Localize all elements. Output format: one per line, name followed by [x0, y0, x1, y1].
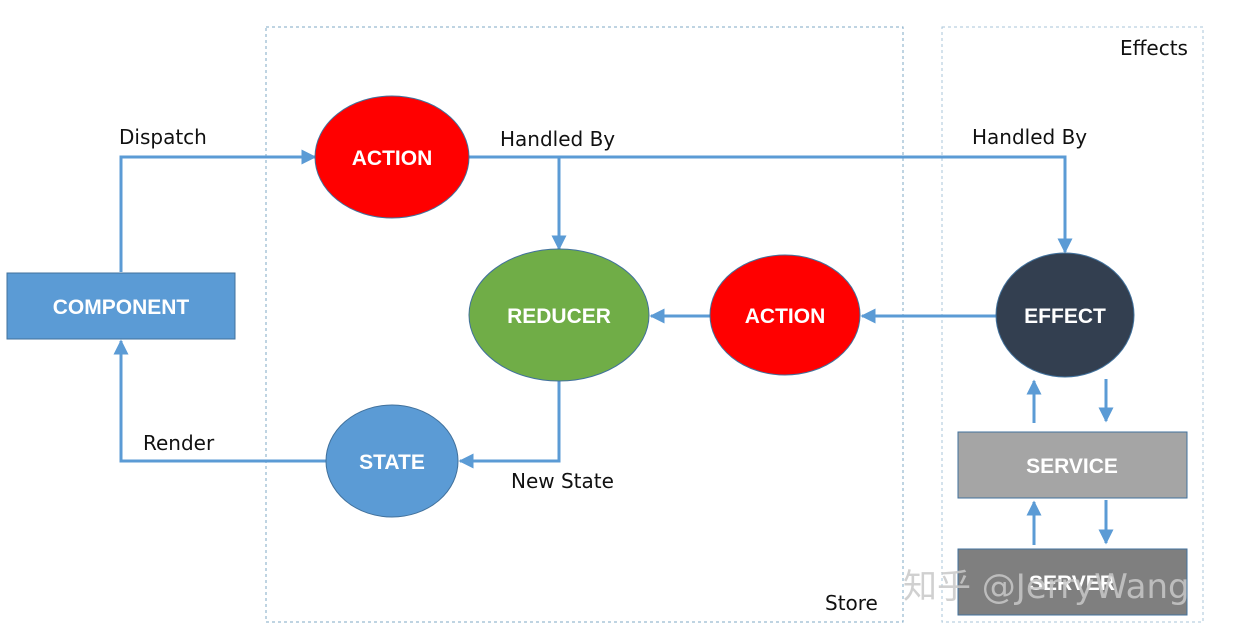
- reducer-node-label: REDUCER: [507, 305, 611, 328]
- component-node-label: COMPONENT: [53, 296, 190, 319]
- action-top-node-label: ACTION: [352, 147, 433, 170]
- handled-by-effects-label: Handled By: [972, 125, 1087, 149]
- store-group-label: Store: [825, 591, 878, 615]
- effect-node: EFFECT: [995, 252, 1135, 378]
- effects-group-border: [941, 26, 1204, 623]
- dispatch-connector: [119, 149, 317, 272]
- action-top-node: ACTION: [314, 95, 470, 219]
- state-node-label: STATE: [359, 451, 425, 474]
- new-state-connector: [458, 381, 561, 469]
- server-node: SERVER: [957, 548, 1188, 616]
- render-connector: [113, 339, 327, 463]
- store-group-border: [265, 26, 904, 623]
- dispatch-label: Dispatch: [119, 125, 207, 149]
- action-mid-node-label: ACTION: [745, 305, 826, 328]
- component-node: COMPONENT: [6, 272, 236, 340]
- server-node-label: SERVER: [1029, 572, 1115, 595]
- action-mid-node: ACTION: [709, 254, 861, 376]
- service-node: SERVICE: [957, 431, 1188, 499]
- service-node-label: SERVICE: [1026, 455, 1118, 478]
- new-state-label: New State: [511, 469, 614, 493]
- effect-node-label: EFFECT: [1024, 305, 1106, 328]
- handled-by-store-label: Handled By: [500, 127, 615, 151]
- handled-by-effect-connector: [559, 155, 1073, 254]
- handled-by-reducer-connector: [469, 155, 567, 251]
- reducer-node: REDUCER: [468, 248, 650, 382]
- watermark-text: 知乎 @JerryWang: [903, 567, 1190, 607]
- state-node: STATE: [325, 404, 459, 518]
- render-label: Render: [143, 431, 215, 455]
- effects-group-label: Effects: [1120, 36, 1188, 60]
